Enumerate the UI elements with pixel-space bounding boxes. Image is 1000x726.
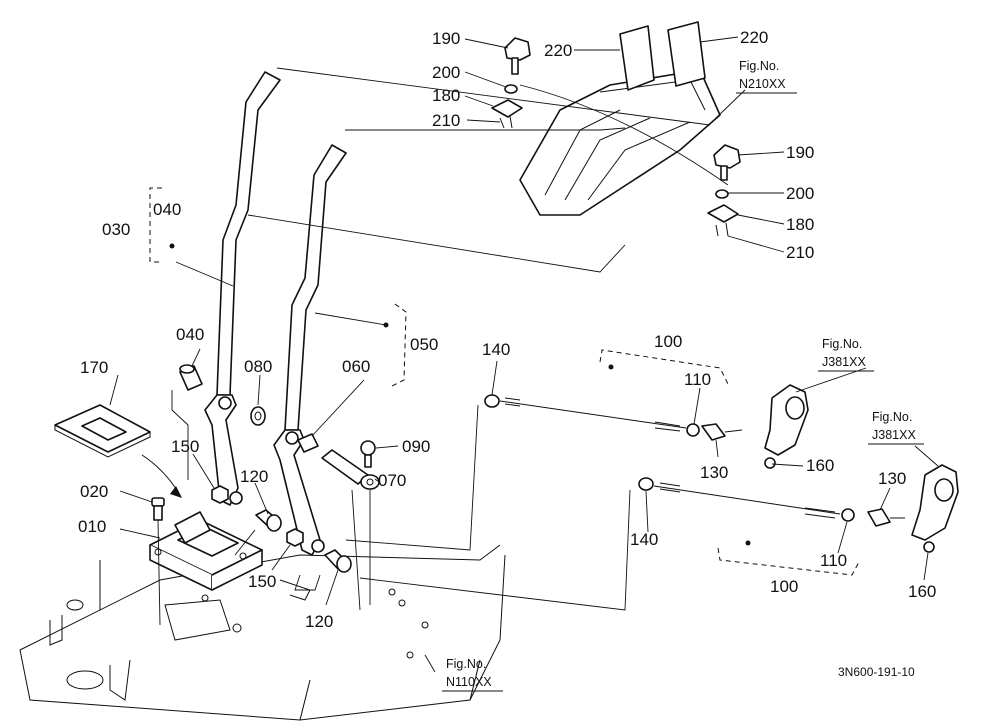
label-010: 010 bbox=[78, 517, 106, 536]
arm-lower bbox=[911, 464, 959, 553]
label-200-a: 200 bbox=[432, 63, 460, 82]
label-190-a: 190 bbox=[432, 29, 460, 48]
floor-plate bbox=[19, 544, 506, 721]
fig-ref-j381-lower[interactable]: Fig.No. J381XX bbox=[868, 410, 924, 445]
rod-070 bbox=[321, 449, 380, 490]
nut-150-b bbox=[286, 528, 304, 547]
rod-100-upper bbox=[484, 394, 743, 441]
nut-150-a bbox=[211, 485, 229, 504]
label-120-a: 120 bbox=[240, 467, 268, 486]
part-labels: 190 200 180 210 220 220 190 200 180 210 … bbox=[78, 28, 936, 631]
bracket-010 bbox=[149, 511, 263, 591]
label-080: 080 bbox=[244, 357, 272, 376]
bracket-100-lower bbox=[717, 547, 861, 576]
label-110-a: 110 bbox=[684, 370, 711, 389]
label-140-b: 140 bbox=[630, 530, 658, 549]
grip-220-left bbox=[619, 25, 655, 91]
marker-030 bbox=[169, 243, 175, 249]
collar-060 bbox=[297, 433, 319, 453]
collar-040 bbox=[179, 364, 203, 391]
label-180-b: 180 bbox=[786, 215, 814, 234]
label-100-b: 100 bbox=[770, 577, 798, 596]
label-130-a: 130 bbox=[700, 463, 728, 482]
label-220-b: 220 bbox=[740, 28, 768, 47]
fig-ref-n210[interactable]: Fig.No. N210XX bbox=[736, 59, 797, 94]
label-150-a: 150 bbox=[171, 437, 199, 456]
svg-text:J381XX: J381XX bbox=[872, 428, 916, 442]
label-100-a: 100 bbox=[654, 332, 682, 351]
grip-220-right bbox=[667, 21, 706, 87]
label-090: 090 bbox=[402, 437, 430, 456]
label-020: 020 bbox=[80, 482, 108, 501]
label-070: 070 bbox=[378, 471, 406, 490]
label-040-b: 040 bbox=[176, 325, 204, 344]
svg-text:N110XX: N110XX bbox=[446, 675, 492, 689]
ball-joint-120-b bbox=[324, 549, 352, 573]
svg-text:Fig.No.: Fig.No. bbox=[739, 59, 779, 73]
svg-text:Fig.No.: Fig.No. bbox=[822, 337, 862, 351]
svg-text:N210XX: N210XX bbox=[739, 77, 786, 91]
label-050: 050 bbox=[410, 335, 438, 354]
label-210-a: 210 bbox=[432, 111, 460, 130]
leader-lines bbox=[171, 67, 729, 611]
knob-assembly-lower bbox=[707, 144, 741, 237]
label-170: 170 bbox=[80, 358, 108, 377]
label-160-b: 160 bbox=[908, 582, 936, 601]
label-060: 060 bbox=[342, 357, 370, 376]
label-130-b: 130 bbox=[878, 469, 906, 488]
lever-050 bbox=[273, 144, 347, 556]
marker-100-lower bbox=[745, 540, 751, 546]
label-110-b: 110 bbox=[820, 551, 847, 570]
label-150-b: 150 bbox=[248, 572, 276, 591]
fig-ref-n110[interactable]: Fig.No. N110XX bbox=[442, 657, 503, 692]
pedal-plate bbox=[519, 69, 721, 216]
knob-assembly-upper bbox=[491, 37, 531, 129]
ball-joint-120-a bbox=[255, 509, 282, 532]
label-040-a: 040 bbox=[153, 200, 181, 219]
clip-bracket bbox=[294, 574, 321, 591]
label-210-b: 210 bbox=[786, 243, 814, 262]
label-200-b: 200 bbox=[786, 184, 814, 203]
drawing-code: 3N600-191-10 bbox=[838, 665, 915, 679]
bolt-090 bbox=[360, 440, 376, 468]
label-160-a: 160 bbox=[806, 456, 834, 475]
label-140-a: 140 bbox=[482, 340, 510, 359]
lever-030 bbox=[204, 71, 281, 506]
label-190-b: 190 bbox=[786, 143, 814, 162]
rod-100-lower bbox=[638, 477, 905, 527]
svg-text:Fig.No.: Fig.No. bbox=[872, 410, 912, 424]
label-180-a: 180 bbox=[432, 86, 460, 105]
label-120-b: 120 bbox=[305, 612, 333, 631]
bracket-030 bbox=[149, 187, 162, 263]
washer-080 bbox=[250, 406, 266, 426]
plate-170 bbox=[54, 404, 182, 498]
callout-leaders bbox=[109, 36, 939, 673]
label-030: 030 bbox=[102, 220, 130, 239]
arm-upper bbox=[764, 384, 809, 469]
svg-text:J381XX: J381XX bbox=[822, 355, 866, 369]
marker-100-upper bbox=[608, 364, 614, 370]
svg-text:Fig.No.: Fig.No. bbox=[446, 657, 486, 671]
fig-ref-j381-upper[interactable]: Fig.No. J381XX bbox=[818, 337, 874, 372]
label-220-a: 220 bbox=[544, 41, 572, 60]
bracket-050 bbox=[391, 303, 407, 387]
